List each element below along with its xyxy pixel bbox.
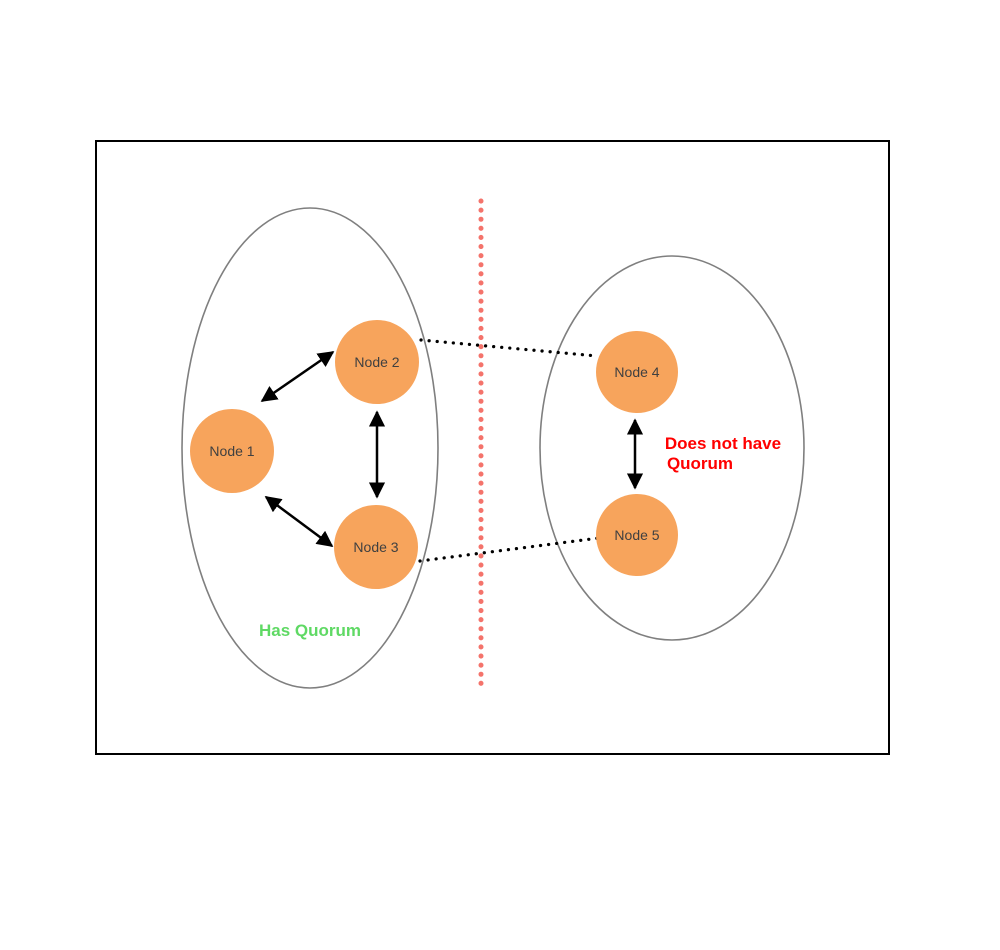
- broken-link-node2-node4: [419, 338, 599, 358]
- arrow-node1-node3: [264, 495, 334, 548]
- node-1-label: Node 1: [209, 443, 254, 459]
- right-cluster-ellipse: [539, 255, 805, 641]
- no-quorum-label: Does not have Quorum: [665, 434, 781, 473]
- node-4-circle: [596, 331, 678, 413]
- node-3-label: Node 3: [353, 539, 398, 555]
- broken-link-node3-node5: [418, 536, 601, 563]
- node-2-circle: [335, 320, 419, 404]
- arrow-node1-node2: [260, 350, 335, 403]
- node-3: Node 3: [334, 505, 418, 589]
- node-5: Node 5: [596, 494, 678, 576]
- no-quorum-label-line1: Does not have: [665, 434, 781, 453]
- node-5-label: Node 5: [614, 527, 659, 543]
- node-1-circle: [190, 409, 274, 493]
- no-quorum-label-line2: Quorum: [667, 454, 733, 473]
- left-cluster-ellipse: [181, 207, 439, 689]
- node-4-label: Node 4: [614, 364, 659, 380]
- has-quorum-label: Has Quorum: [259, 621, 361, 640]
- node-2-label: Node 2: [354, 354, 399, 370]
- node-2: Node 2: [335, 320, 419, 404]
- node-3-circle: [334, 505, 418, 589]
- node-4: Node 4: [596, 331, 678, 413]
- node-1: Node 1: [190, 409, 274, 493]
- node-5-circle: [596, 494, 678, 576]
